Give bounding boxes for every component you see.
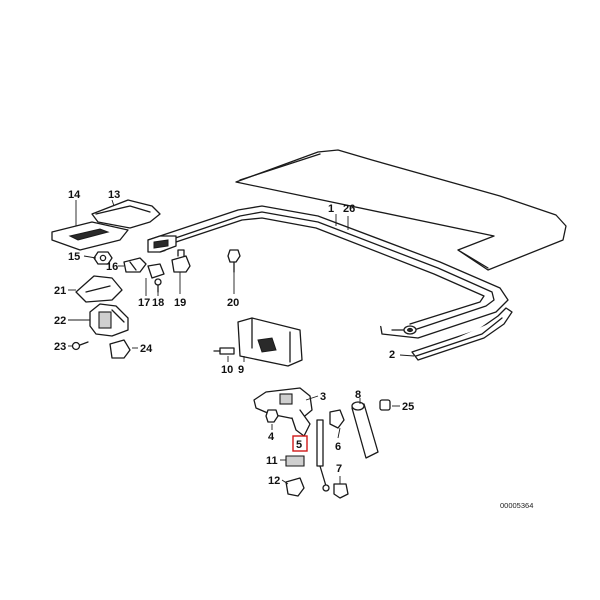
- cover-plate[interactable]: [91, 199, 161, 229]
- label-part-17: 17: [138, 297, 150, 309]
- label-part-25: 25: [402, 401, 414, 413]
- label-part-9: 9: [238, 364, 244, 376]
- label-part-6: 6: [335, 441, 341, 453]
- grommet-25[interactable]: [379, 399, 391, 411]
- bracket-19[interactable]: [171, 255, 191, 273]
- cylinder-8[interactable]: [351, 403, 379, 459]
- frame-hook-detail: [153, 239, 169, 249]
- trim-panel-grille: [68, 228, 110, 241]
- gas-strut-5[interactable]: [316, 419, 324, 467]
- label-part-16: 16: [106, 261, 118, 273]
- label-part-2: 2: [389, 349, 395, 361]
- mount-plate-9-edge: [251, 317, 291, 363]
- nut-15-hole: [99, 254, 107, 262]
- label-part-23: 23: [54, 341, 66, 353]
- clip-12[interactable]: [285, 477, 305, 497]
- label-part-10: 10: [221, 364, 233, 376]
- screw-18-head[interactable]: [154, 278, 162, 286]
- label-part-1: 1: [328, 203, 334, 215]
- label-part-14: 14: [68, 189, 81, 201]
- bush-6[interactable]: [329, 409, 345, 429]
- label-part-18: 18: [152, 297, 164, 309]
- label-part-13: 13: [108, 189, 120, 201]
- label-part-4: 4: [268, 431, 275, 443]
- label-part-11: 11: [266, 455, 278, 467]
- label-part-19: 19: [174, 297, 186, 309]
- label-part-15: 15: [68, 251, 80, 263]
- gas-strut-5-rod: [319, 465, 327, 487]
- label-part-12: 12: [268, 475, 280, 487]
- label-part-5[interactable]: 5: [296, 439, 302, 451]
- highlight-box-part-5: [292, 435, 308, 452]
- cylinder-8-cap: [351, 401, 365, 411]
- top-frame-inner-2: [157, 217, 485, 325]
- leader-lines: [68, 199, 415, 485]
- label-part-20: 20: [227, 297, 239, 309]
- bolt-20-head[interactable]: [227, 249, 241, 263]
- mount-plate-9-slot: [257, 337, 277, 353]
- label-part-8: 8: [355, 389, 361, 401]
- label-part-24: 24: [140, 343, 153, 355]
- latch-bracket-22-core: [98, 311, 112, 329]
- clip-16-line: [129, 261, 137, 271]
- clip-7[interactable]: [333, 483, 349, 499]
- label-part-22: 22: [54, 315, 66, 327]
- drawing-code: 00005364: [500, 501, 533, 510]
- block-24[interactable]: [109, 339, 131, 359]
- bolt-4[interactable]: [265, 409, 279, 423]
- clip-16[interactable]: [123, 257, 147, 273]
- label-part-3: 3: [320, 391, 326, 403]
- top-cover-panel[interactable]: [235, 149, 567, 271]
- gas-strut-5-eye: [322, 484, 330, 492]
- frame-mount-hole: [407, 327, 413, 333]
- cover-plate-line: [95, 205, 151, 215]
- screw-23-shank: [79, 341, 89, 346]
- handle-21-line: [85, 285, 111, 293]
- label-part-7: 7: [336, 463, 342, 475]
- hinge-3-block: [279, 393, 293, 405]
- label-part-26: 26: [343, 203, 355, 215]
- retainer-17[interactable]: [147, 263, 165, 279]
- bracket-19-tab: [177, 249, 185, 257]
- latch-bracket-22-line: [111, 309, 125, 323]
- top-cover-edge: [239, 153, 489, 269]
- pin-10[interactable]: [219, 347, 235, 355]
- screw-23-head[interactable]: [71, 341, 81, 351]
- label-part-21: 21: [54, 285, 66, 297]
- pad-11[interactable]: [285, 455, 305, 467]
- seal-strip-line: [415, 317, 503, 357]
